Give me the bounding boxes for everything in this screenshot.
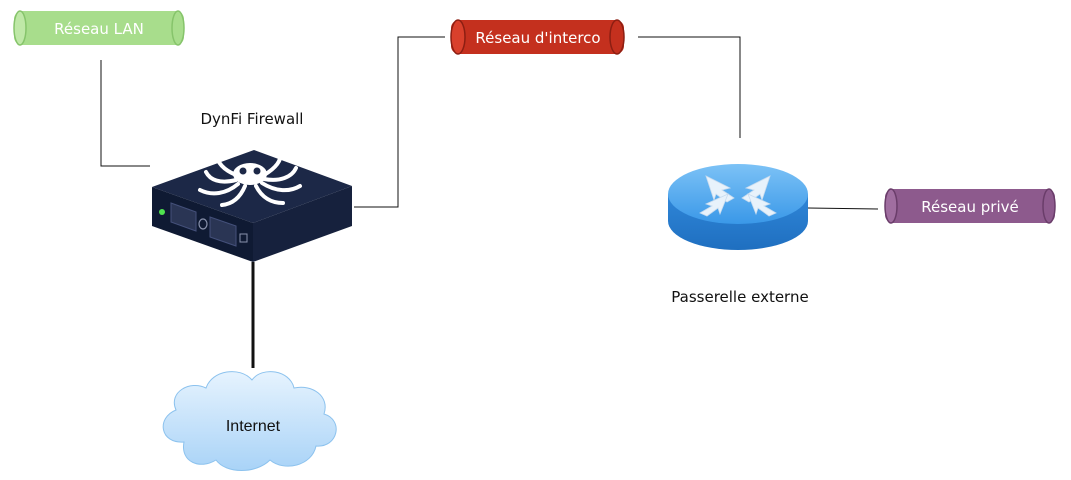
cloud-icon [162,371,337,471]
lan-network-pipe: Réseau LAN [13,10,185,46]
link-interco-to-router [638,36,741,138]
interco-network-pipe: Réseau d'interco [450,19,625,55]
octopus-firewall-appliance-icon [152,150,352,262]
lan-network-label: Réseau LAN [54,20,144,38]
firewall-label: DynFi Firewall [201,110,304,128]
internet-cloud: Internet [162,371,337,471]
connectors [100,36,879,368]
interco-network-label: Réseau d'interco [475,29,600,47]
private-network-label: Réseau privé [921,198,1018,216]
router-label: Passerelle externe [671,288,808,306]
internet-label: Internet [226,418,281,435]
link-lan-to-firewall [100,60,150,167]
link-firewall-to-interco [354,36,445,208]
private-network-pipe: Réseau privé [884,188,1056,224]
link-router-to-private [807,207,879,210]
firewall-device: DynFi Firewall [152,110,352,262]
router-icon [668,164,808,250]
router-device: Passerelle externe [668,164,809,306]
